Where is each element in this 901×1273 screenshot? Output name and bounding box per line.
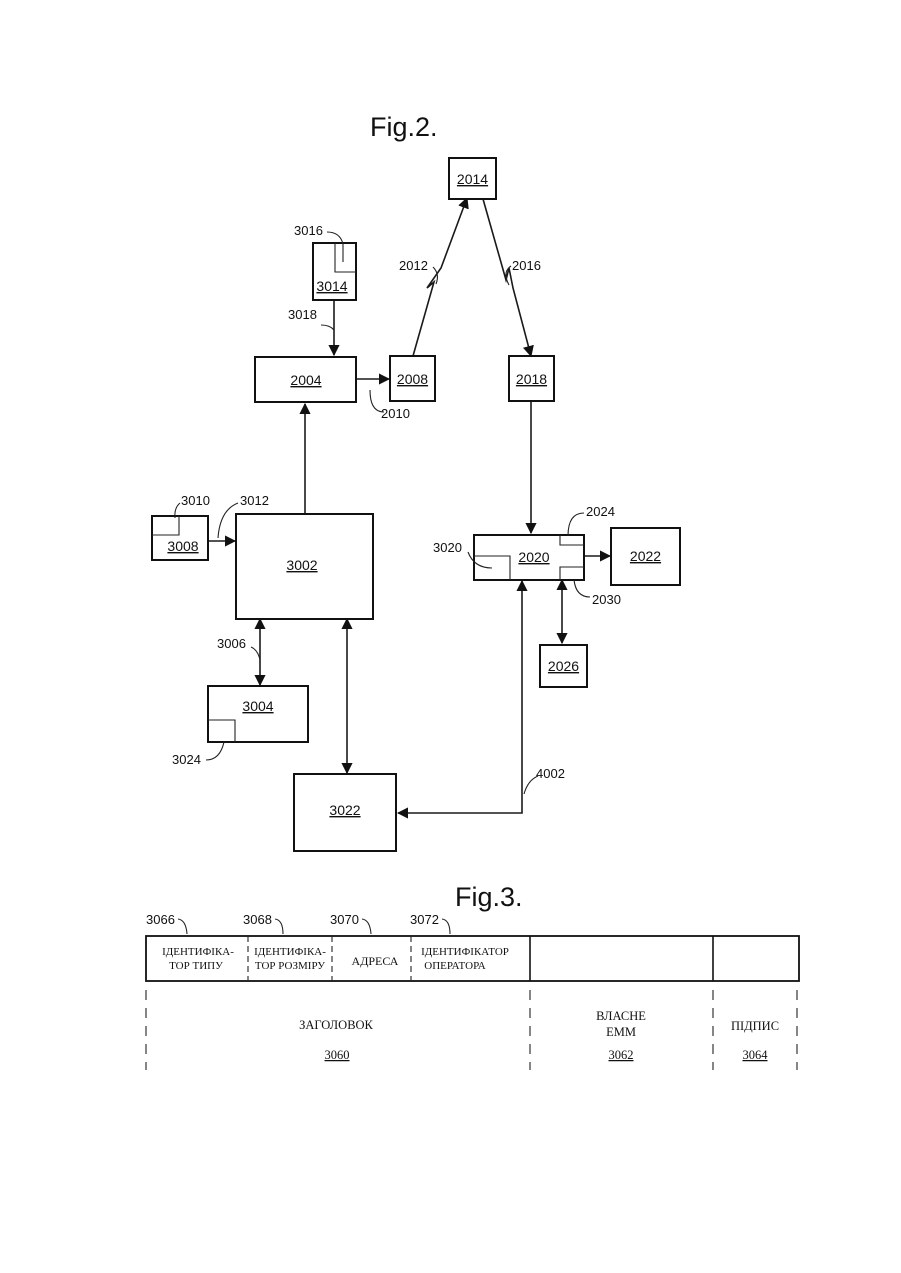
box-3022: 3022: [294, 774, 396, 851]
box-label: 2004: [290, 372, 321, 388]
ref-3066: 3066: [146, 912, 175, 927]
ref-3020: 3020: [433, 540, 462, 555]
box-label: 2018: [516, 371, 547, 387]
box-label: 2008: [397, 371, 428, 387]
box-label: 3004: [242, 698, 273, 714]
field-size-id-line2: ТОР РОЗМІРУ: [255, 960, 325, 972]
ref-3006: 3006: [217, 636, 246, 651]
box-3008: 3008: [152, 516, 208, 560]
box-2014: 2014: [449, 158, 496, 199]
ref-2012: 2012: [399, 258, 428, 273]
section-signature-ref: 3064: [743, 1048, 769, 1062]
section-signature-label: ПІДПИС: [731, 1019, 779, 1033]
section-emm-line1: ВЛАСНЕ: [596, 1009, 646, 1023]
box-label: 2014: [457, 171, 488, 187]
field-address: АДРЕСА: [352, 954, 399, 968]
ref-3010: 3010: [181, 493, 210, 508]
box-2020: 2020: [474, 535, 584, 580]
box-2004: 2004: [255, 357, 356, 402]
ref-2010: 2010: [381, 406, 410, 421]
section-header-label: ЗАГОЛОВОК: [299, 1018, 373, 1032]
box-label: 2020: [518, 549, 549, 565]
field-operator-id-line1: ІДЕНТИФІКАТОР: [421, 946, 509, 958]
ref-2030: 2030: [592, 592, 621, 607]
ref-4002: 4002: [536, 766, 565, 781]
field-size-id-line1: ІДЕНТИФІКА-: [254, 946, 326, 958]
box-label: 3014: [316, 278, 347, 294]
wireless-link-2008-to-2014: [413, 198, 467, 356]
box-2026: 2026: [540, 645, 587, 687]
box-label: 3008: [167, 538, 198, 554]
box-2022: 2022: [611, 528, 680, 585]
section-header-ref: 3060: [325, 1048, 350, 1062]
box-label: 2022: [630, 548, 661, 564]
section-emm-line2: ЕММ: [606, 1025, 636, 1039]
ref-2024: 2024: [586, 504, 615, 519]
ref-3070: 3070: [330, 912, 359, 927]
wireless-link-2014-to-2018: [483, 199, 531, 356]
field-operator-id-line2: ОПЕРАТОРА: [424, 960, 486, 972]
box-2018: 2018: [509, 356, 554, 401]
ref-2016: 2016: [512, 258, 541, 273]
field-type-id-line2: ТОР ТИПУ: [169, 960, 223, 972]
box-3014: 3014: [313, 243, 356, 300]
ref-3072: 3072: [410, 912, 439, 927]
fig2-title: Fig.2.: [370, 112, 438, 142]
ref-3024: 3024: [172, 752, 201, 767]
ref-3018: 3018: [288, 307, 317, 322]
box-3002: 3002: [236, 514, 373, 619]
fig3-title: Fig.3.: [455, 882, 523, 912]
box-label: 2026: [548, 658, 579, 674]
ref-3016: 3016: [294, 223, 323, 238]
box-2008: 2008: [390, 356, 435, 401]
ref-3012: 3012: [240, 493, 269, 508]
link-4002-2020-3022: [398, 581, 522, 813]
box-label: 3022: [329, 802, 360, 818]
box-label: 3002: [286, 557, 317, 573]
section-emm-ref: 3062: [609, 1048, 634, 1062]
field-type-id-line1: ІДЕНТИФІКА-: [162, 946, 234, 958]
box-3004: 3004: [208, 686, 308, 742]
ref-3068: 3068: [243, 912, 272, 927]
